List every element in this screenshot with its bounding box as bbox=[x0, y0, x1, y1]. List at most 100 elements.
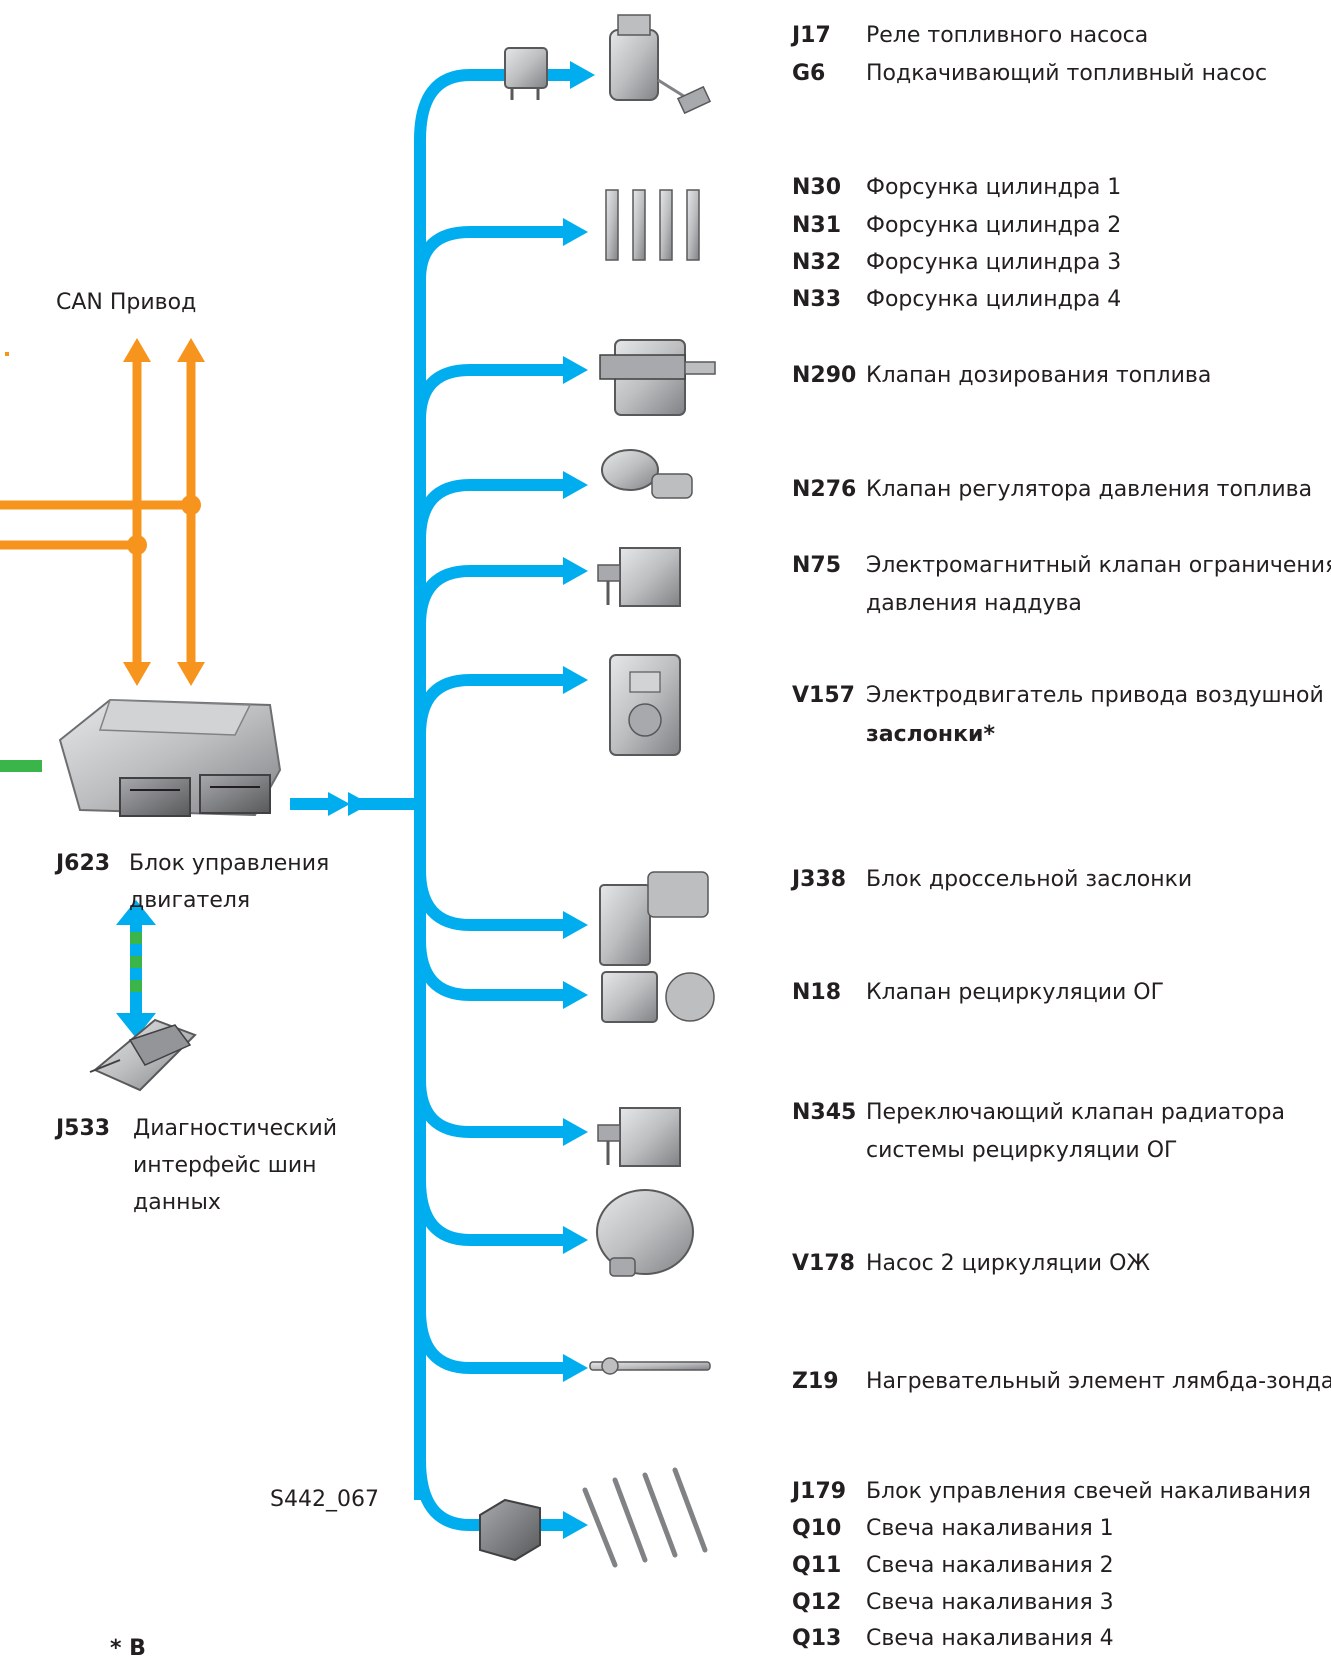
arrow-n345 bbox=[563, 1118, 588, 1146]
output-code: J179 bbox=[792, 1479, 847, 1504]
relay-icon bbox=[504, 47, 548, 100]
blue-arrowheads bbox=[328, 61, 595, 1539]
arrow-n290 bbox=[563, 356, 588, 384]
output-text-2: системы рециркуляции ОГ bbox=[866, 1138, 1178, 1163]
output-text: Свеча накаливания 2 bbox=[866, 1553, 1114, 1578]
output-code: G6 bbox=[792, 61, 826, 86]
egr-valve-icon bbox=[601, 971, 715, 1023]
output-code: N30 bbox=[792, 175, 842, 200]
diag-name-line2: интерфейс шин bbox=[133, 1153, 317, 1178]
output-text: Клапан рециркуляции ОГ bbox=[866, 980, 1165, 1005]
branch-n276 bbox=[414, 479, 565, 541]
arrow-glow bbox=[563, 1511, 588, 1539]
air-flap-motor-icon bbox=[609, 654, 681, 756]
egr-switch-valve-icon bbox=[597, 1107, 681, 1167]
output-code: N290 bbox=[792, 363, 857, 388]
can-arrowheads bbox=[5, 338, 205, 686]
throttle-body-icon bbox=[599, 871, 709, 966]
output-code: N75 bbox=[792, 553, 842, 578]
can-mark bbox=[5, 352, 9, 356]
output-text-2: заслонки* bbox=[866, 722, 995, 747]
output-code: N32 bbox=[792, 250, 842, 275]
branch-v157 bbox=[414, 674, 565, 736]
can-arrow-up-1 bbox=[123, 338, 151, 362]
metering-valve-icon bbox=[599, 339, 716, 416]
diag-label: J533 Диагностический интерфейс шин данны… bbox=[56, 1110, 337, 1215]
arrow-j338 bbox=[563, 911, 588, 939]
output-code: N33 bbox=[792, 287, 842, 312]
branch-glow bbox=[414, 1459, 480, 1531]
branch-injectors bbox=[414, 226, 565, 281]
boost-valve-icon bbox=[597, 547, 681, 607]
output-text-2: давления наддува bbox=[866, 591, 1082, 616]
output-text: Реле топливного насоса bbox=[866, 23, 1149, 48]
output-text: Форсунка цилиндра 2 bbox=[866, 213, 1122, 238]
output-code: N18 bbox=[792, 980, 842, 1005]
output-code: Q12 bbox=[792, 1590, 842, 1615]
arrow-z19 bbox=[563, 1354, 588, 1382]
arrow-v178 bbox=[563, 1226, 588, 1254]
output-code: J338 bbox=[792, 867, 847, 892]
can-bus bbox=[0, 355, 196, 670]
output-text: Электромагнитный клапан ограничения bbox=[866, 553, 1331, 578]
branch-j338 bbox=[414, 869, 565, 931]
ecu-label: J623 Блок управления двигателя bbox=[56, 845, 329, 913]
arrow-n75 bbox=[563, 557, 588, 585]
blue-bus bbox=[290, 69, 575, 1531]
fuel-pump-icon bbox=[609, 14, 712, 115]
can-junction-high bbox=[181, 495, 201, 515]
footnote: * В bbox=[110, 1636, 146, 1661]
output-code: N345 bbox=[792, 1100, 857, 1125]
green-input-line bbox=[0, 760, 42, 772]
ecu-code: J623 bbox=[56, 851, 111, 876]
arrow-n18 bbox=[563, 981, 588, 1009]
output-text: Нагревательный элемент лямбда-зонда bbox=[866, 1369, 1331, 1394]
coolant-pump-icon bbox=[596, 1189, 694, 1277]
diag-name-line1: Диагностический bbox=[133, 1116, 338, 1141]
output-code: V178 bbox=[792, 1251, 855, 1276]
branch-n75 bbox=[414, 565, 565, 626]
output-code: Q11 bbox=[792, 1553, 842, 1578]
output-text: Форсунка цилиндра 3 bbox=[866, 250, 1122, 275]
can-arrow-up-2 bbox=[177, 338, 205, 362]
ecu-name-line1: Блок управления bbox=[129, 851, 330, 876]
output-code: N31 bbox=[792, 213, 842, 238]
output-text: Клапан дозирования топлива bbox=[866, 363, 1212, 388]
output-code: V157 bbox=[792, 683, 855, 708]
output-text: Переключающий клапан радиатора bbox=[866, 1100, 1285, 1125]
branch-relay bbox=[414, 69, 505, 141]
can-arrow-down-2 bbox=[177, 662, 205, 686]
diag-link bbox=[116, 900, 156, 1038]
output-text: Электродвигатель привода воздушной bbox=[866, 683, 1324, 708]
branch-z19 bbox=[414, 1309, 565, 1374]
can-arrow-down-1 bbox=[123, 662, 151, 686]
pressure-regulator-icon bbox=[601, 449, 693, 499]
output-text: Форсунка цилиндра 4 bbox=[866, 287, 1122, 312]
output-text: Клапан регулятора давления топлива bbox=[866, 477, 1313, 502]
branch-n18 bbox=[414, 939, 565, 1001]
output-text: Свеча накаливания 3 bbox=[866, 1590, 1114, 1615]
glow-control-unit-icon bbox=[479, 1498, 541, 1562]
diag-connector-icon bbox=[89, 1018, 197, 1092]
output-code: Q10 bbox=[792, 1516, 842, 1541]
branch-n345 bbox=[414, 1079, 565, 1138]
output-text: Блок управления свечей накаливания bbox=[866, 1479, 1311, 1504]
diag-arrow-up bbox=[116, 900, 156, 925]
output-text: Подкачивающий топливный насос bbox=[866, 61, 1268, 86]
output-text: Блок дроссельной заслонки bbox=[866, 867, 1193, 892]
arrow-n276 bbox=[563, 471, 588, 499]
ecu-arrow-1 bbox=[328, 792, 350, 816]
output-code: N276 bbox=[792, 477, 857, 502]
ecu-icon bbox=[58, 698, 282, 817]
glow-plugs-icon bbox=[582, 1467, 708, 1568]
diag-arrow-down bbox=[116, 1013, 156, 1038]
figure-code: S442_067 bbox=[270, 1487, 379, 1512]
output-text: Свеча накаливания 1 bbox=[866, 1516, 1114, 1541]
can-label: CAN Привод bbox=[56, 290, 197, 315]
can-junction-low bbox=[127, 535, 147, 555]
output-text: Форсунка цилиндра 1 bbox=[866, 175, 1122, 200]
output-code: Z19 bbox=[792, 1369, 839, 1394]
branch-n290 bbox=[414, 364, 565, 421]
diag-name-line3: данных bbox=[133, 1190, 221, 1215]
